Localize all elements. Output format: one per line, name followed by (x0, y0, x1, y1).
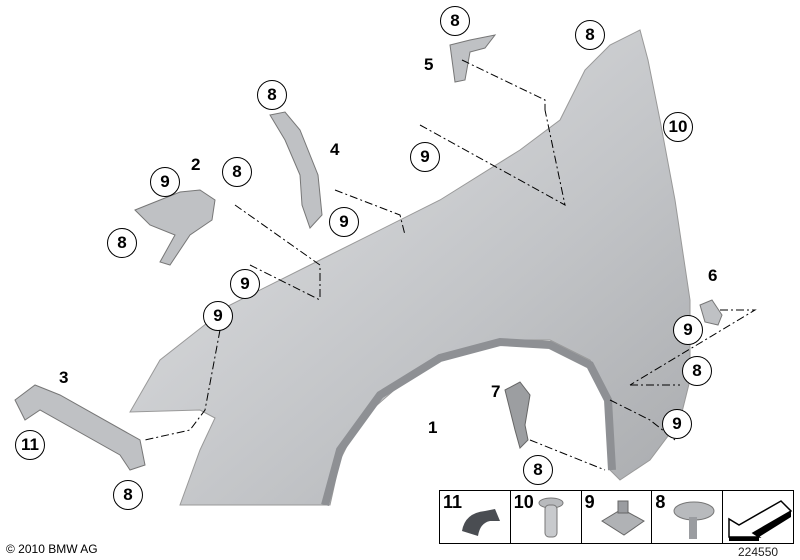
callout-9: 9 (203, 301, 233, 331)
hex-bolt-icon (673, 501, 715, 539)
image-number: 224550 (738, 545, 779, 559)
callout-8: 8 (523, 455, 553, 485)
callout-9: 9 (673, 315, 703, 345)
callout-8: 8 (682, 356, 712, 386)
legend-item-11: 11 (440, 491, 511, 543)
bracket-6 (699, 299, 723, 326)
callout-9: 9 (329, 207, 359, 237)
legend-item-10: 10 (511, 491, 582, 543)
label-3: 3 (59, 368, 69, 387)
legend-item-8: 8 (652, 491, 724, 543)
bracket-5 (449, 34, 497, 83)
label-6: 6 (708, 266, 718, 285)
wheel-arch-liner (321, 337, 616, 507)
callout-9: 9 (662, 409, 692, 439)
leader-lines (144, 59, 757, 471)
forward-direction-arrow (723, 491, 793, 543)
callout-8: 8 (222, 157, 252, 187)
bracket-4 (269, 111, 323, 229)
label-2: 2 (191, 155, 201, 174)
label-5: 5 (424, 55, 434, 74)
callout-8: 8 (575, 20, 605, 50)
callout-10: 10 (663, 112, 693, 142)
callout-9: 9 (230, 269, 260, 299)
direction-arrow-icon (728, 500, 793, 541)
label-4: 4 (330, 140, 340, 159)
spring-nut-icon (600, 500, 645, 536)
label-7: 7 (491, 382, 501, 401)
callout-8: 8 (440, 6, 470, 36)
legend-item-9: 9 (582, 491, 653, 543)
callout-8: 8 (107, 228, 137, 258)
rivet-nut-icon (538, 497, 564, 538)
callout-9: 9 (150, 167, 180, 197)
copyright-notice: © 2010 BMW AG (6, 542, 98, 556)
callout-8: 8 (113, 480, 143, 510)
support-3 (14, 384, 146, 471)
bracket-2 (134, 189, 216, 266)
callout-8: 8 (257, 80, 287, 110)
callout-11: 11 (15, 430, 45, 460)
bracket-7 (504, 381, 531, 449)
fastener-legend: 11 10 9 8 (439, 490, 794, 544)
clip-icon (462, 509, 500, 536)
label-1: 1 (428, 418, 438, 437)
fender-panel (129, 29, 691, 506)
callout-9: 9 (410, 142, 440, 172)
